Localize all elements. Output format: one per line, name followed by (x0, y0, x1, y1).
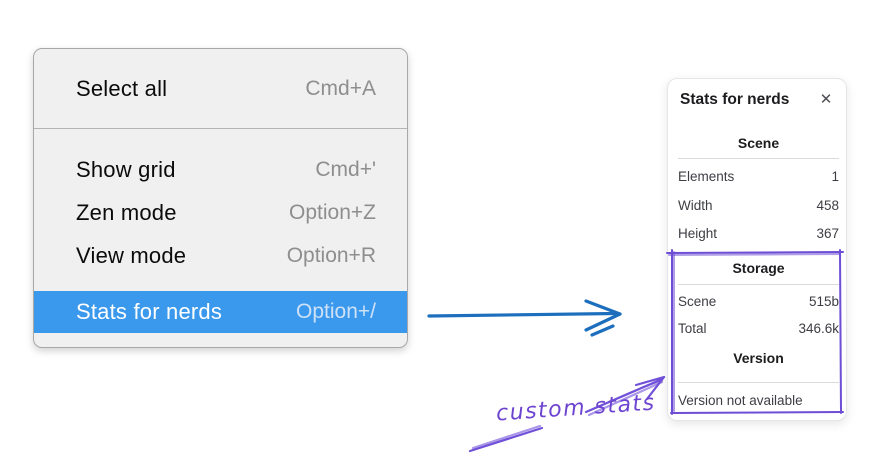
menu-item-label: Stats for nerds (76, 299, 223, 324)
menu-item-zen-mode[interactable]: Zen mode Option+Z (34, 191, 407, 235)
stats-panel: Stats for nerds ✕ Scene Elements 1 Width… (667, 78, 847, 421)
stat-row-total-storage: Total 346.6k (678, 321, 839, 336)
context-menu: Select all Cmd+A Show grid Cmd+' Zen mod… (33, 48, 408, 348)
section-heading-version: Version (733, 350, 784, 366)
section-divider (678, 284, 839, 285)
stat-row-height: Height 367 (678, 226, 839, 241)
menu-item-shortcut: Cmd+' (315, 158, 376, 181)
section-divider (678, 382, 839, 383)
stat-row-scene-storage: Scene 515b (678, 294, 839, 309)
stat-label: Height (678, 226, 718, 241)
menu-item-label: Zen mode (76, 200, 177, 225)
menu-separator (34, 128, 407, 129)
menu-item-shortcut: Option+/ (296, 300, 376, 323)
close-icon[interactable]: ✕ (819, 91, 833, 108)
stat-label: Scene (678, 294, 717, 309)
stat-value: 458 (816, 198, 839, 213)
stats-panel-title: Stats for nerds (680, 91, 790, 108)
stat-label: Elements (678, 169, 735, 184)
stat-value: 515b (808, 294, 839, 309)
stat-label: Width (678, 198, 713, 213)
stat-value: 1 (831, 169, 839, 184)
menu-item-shortcut: Option+R (286, 244, 376, 267)
menu-item-shortcut: Cmd+A (305, 77, 376, 100)
menu-item-label: Show grid (76, 157, 176, 182)
blue-arrow (427, 299, 622, 337)
stat-row-width: Width 458 (678, 198, 839, 213)
stat-label: Total (678, 321, 707, 336)
menu-item-shortcut: Option+Z (289, 201, 376, 224)
section-heading-scene: Scene (737, 135, 780, 151)
purple-arrow (468, 375, 666, 453)
stat-row-elements: Elements 1 (678, 169, 839, 184)
menu-item-select-all[interactable]: Select all Cmd+A (34, 67, 407, 111)
version-note: Version not available (678, 393, 803, 408)
menu-item-view-mode[interactable]: View mode Option+R (34, 234, 407, 278)
menu-item-stats-for-nerds[interactable]: Stats for nerds Option+/ (34, 291, 407, 333)
stat-value: 346.6k (798, 321, 839, 336)
section-divider (678, 158, 839, 159)
menu-item-label: Select all (76, 76, 168, 101)
menu-item-show-grid[interactable]: Show grid Cmd+' (34, 148, 407, 192)
stat-value: 367 (816, 226, 839, 241)
menu-item-label: View mode (76, 243, 187, 268)
custom-stats-annotation: custom stats (495, 390, 657, 427)
section-heading-storage: Storage (732, 260, 785, 276)
